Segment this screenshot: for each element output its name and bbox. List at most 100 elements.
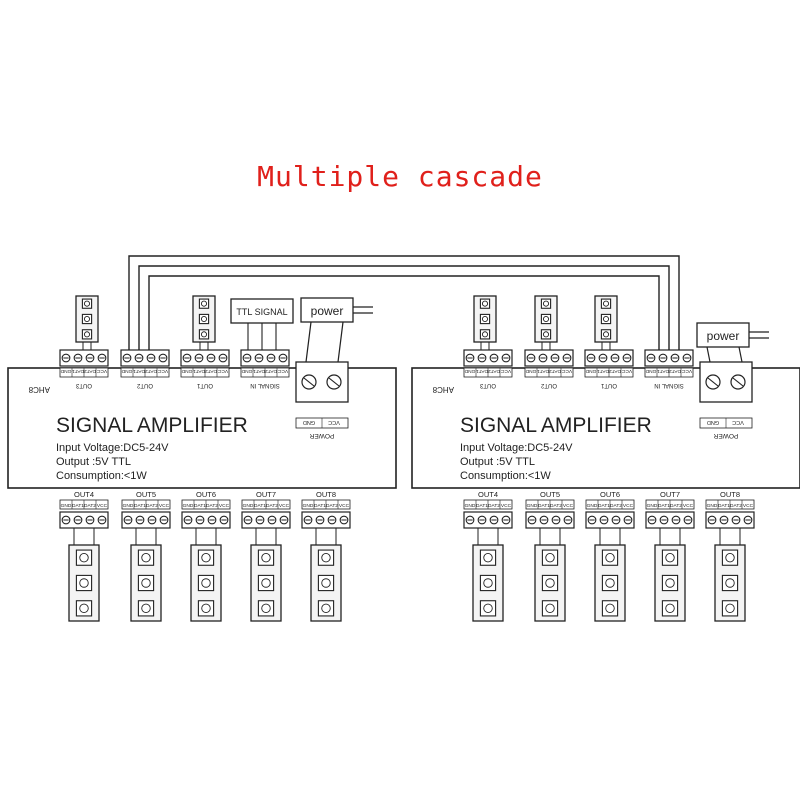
led-lens-icon bbox=[665, 578, 675, 588]
cascade-wire bbox=[138, 265, 670, 350]
pin-label: DAT1 bbox=[253, 368, 265, 374]
led-chip-icon bbox=[661, 574, 679, 592]
spec-line: Input Voltage:DC5-24V bbox=[56, 442, 169, 454]
pin-label: GND bbox=[464, 368, 475, 374]
led-lens-icon bbox=[201, 603, 211, 614]
screw-slot bbox=[328, 377, 340, 387]
power-pin-label: GND bbox=[707, 419, 719, 425]
bottom-led-strip bbox=[250, 544, 282, 622]
spec-line: Output :5V TTL bbox=[460, 456, 535, 468]
led-chip-icon bbox=[721, 600, 739, 617]
led-chip-icon bbox=[721, 574, 739, 592]
pin-label: GND bbox=[61, 503, 72, 509]
pin-label: DAT2 bbox=[609, 368, 621, 374]
led-chip-icon bbox=[257, 574, 275, 592]
led-lens-icon bbox=[79, 578, 89, 588]
led-lens-icon bbox=[483, 552, 493, 563]
led-lens-icon bbox=[141, 552, 151, 563]
pin-label: DAT1 bbox=[476, 368, 488, 374]
led-lens-icon bbox=[665, 603, 675, 614]
port-label: OUT8 bbox=[720, 490, 740, 499]
screw-slot bbox=[303, 377, 315, 387]
pin-label: DAT1 bbox=[658, 503, 670, 509]
led-chip-icon bbox=[198, 313, 210, 325]
led-lens-icon bbox=[261, 603, 271, 614]
led-chip-icon bbox=[198, 329, 210, 340]
terminal-housing bbox=[525, 511, 575, 529]
pin-label: DAT1 bbox=[538, 503, 550, 509]
led-chip-icon bbox=[317, 549, 335, 566]
led-lens-icon bbox=[545, 578, 555, 588]
diagram-title: Multiple cascade bbox=[257, 160, 543, 193]
spec-line: Output :5V TTL bbox=[56, 456, 131, 468]
power-label: POWER bbox=[713, 432, 738, 439]
terminal-housing bbox=[180, 349, 230, 367]
led-chip-icon bbox=[198, 298, 210, 309]
port-label: OUT3 bbox=[75, 382, 92, 388]
pin-label: DAT1 bbox=[476, 503, 488, 509]
power-box-label: power bbox=[311, 304, 344, 318]
led-lens-icon bbox=[83, 331, 91, 338]
pin-label: DAT2 bbox=[326, 503, 338, 509]
power-box-label: power bbox=[707, 329, 740, 343]
led-chip-icon bbox=[600, 329, 612, 340]
led-chip-icon bbox=[137, 549, 155, 566]
pin-label: DAT2 bbox=[670, 503, 682, 509]
led-chip-icon bbox=[479, 549, 497, 566]
port-label: OUT4 bbox=[478, 490, 498, 499]
screw-slot bbox=[707, 377, 719, 387]
pin-label: DAT2 bbox=[550, 503, 562, 509]
led-lens-icon bbox=[605, 603, 615, 614]
pin-label: GND bbox=[303, 503, 314, 509]
led-chip-icon bbox=[541, 549, 559, 566]
pin-label: VCC bbox=[159, 503, 170, 509]
led-chip-icon bbox=[137, 600, 155, 617]
led-lens-icon bbox=[545, 552, 555, 563]
pin-label: GND bbox=[123, 503, 134, 509]
led-lens-icon bbox=[79, 552, 89, 563]
terminal-housing bbox=[301, 511, 351, 529]
pin-label: DAT1 bbox=[254, 503, 266, 509]
port-label: OUT1 bbox=[600, 382, 617, 388]
terminal-housing bbox=[240, 349, 290, 367]
terminal-housing bbox=[463, 511, 513, 529]
pin-label: GND bbox=[243, 503, 254, 509]
led-lens-icon bbox=[201, 578, 211, 588]
pin-label: VCC bbox=[621, 368, 632, 374]
pin-label: GND bbox=[585, 368, 596, 374]
pin-label: VCC bbox=[97, 503, 108, 509]
port-label: OUT6 bbox=[196, 490, 216, 499]
led-lens-icon bbox=[141, 578, 151, 588]
led-chip-icon bbox=[257, 549, 275, 566]
pin-label: VCC bbox=[279, 503, 290, 509]
led-lens-icon bbox=[542, 331, 550, 338]
pin-label: DAT1 bbox=[72, 368, 84, 374]
led-lens-icon bbox=[605, 578, 615, 588]
led-chip-icon bbox=[197, 574, 215, 592]
led-chip-icon bbox=[75, 574, 93, 592]
port-label: SIGNAL IN bbox=[654, 382, 683, 388]
led-lens-icon bbox=[483, 578, 493, 588]
model-label: AHC8 bbox=[28, 385, 50, 394]
pin-label: DAT2 bbox=[146, 503, 158, 509]
led-chip-icon bbox=[197, 549, 215, 566]
pin-label: DAT2 bbox=[145, 368, 157, 374]
pin-label: GND bbox=[707, 503, 718, 509]
led-chip-icon bbox=[257, 600, 275, 617]
pin-label: GND bbox=[241, 368, 252, 374]
led-lens-icon bbox=[200, 300, 208, 307]
terminal-housing bbox=[120, 349, 170, 367]
port-label: OUT7 bbox=[256, 490, 276, 499]
bottom-led-strip bbox=[310, 544, 342, 622]
terminal-housing bbox=[463, 349, 513, 367]
led-chip-icon bbox=[600, 298, 612, 309]
led-lens-icon bbox=[602, 300, 610, 307]
